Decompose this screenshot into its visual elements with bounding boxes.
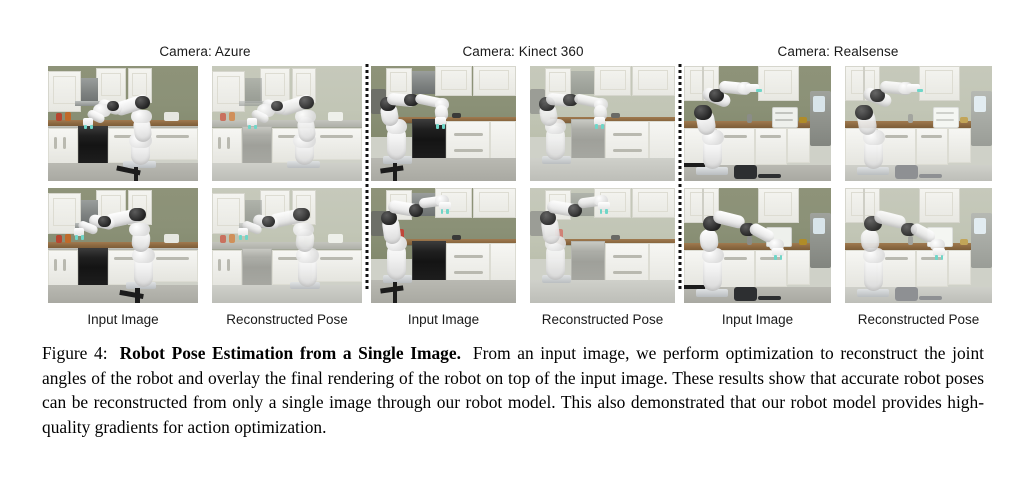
column-label-input-image: Input Image: [407, 312, 480, 327]
kinect360-column-labels: Input Image Reconstructed Pose: [371, 312, 675, 328]
panel-realsense-row2-reconstructed[interactable]: [845, 188, 992, 303]
panel-realsense-row1-input[interactable]: [684, 66, 831, 181]
azure-column-labels: Input Image Reconstructed Pose: [48, 312, 362, 328]
column-label-reconstructed-pose: Reconstructed Pose: [541, 312, 664, 327]
table-row: [371, 188, 675, 303]
realsense-rows: [684, 66, 992, 303]
table-row: [684, 188, 992, 303]
table-row: [684, 66, 992, 181]
panel-azure-row2-reconstructed[interactable]: [212, 188, 362, 303]
figure-panel-grid: Camera: Azure: [48, 44, 992, 329]
table-row: [48, 188, 362, 303]
panel-kinect360-row1-input[interactable]: [371, 66, 516, 181]
table-row: [48, 66, 362, 181]
kinect360-rows: [371, 66, 675, 303]
azure-rows: [48, 66, 362, 303]
figure-caption-label: Figure 4:: [42, 343, 108, 363]
figure-caption-title: Robot Pose Estimation from a Single Imag…: [119, 343, 461, 363]
table-row: [371, 66, 675, 181]
camera-title-kinect360: Camera: Kinect 360: [462, 44, 584, 59]
panel-azure-row1-reconstructed[interactable]: [212, 66, 362, 181]
group-separator-1: [362, 44, 371, 329]
column-label-reconstructed-pose: Reconstructed Pose: [226, 312, 348, 327]
group-separator-2: [675, 44, 684, 329]
panel-realsense-row1-reconstructed[interactable]: [845, 66, 992, 181]
panel-azure-row1-input[interactable]: [48, 66, 198, 181]
panel-azure-row2-input[interactable]: [48, 188, 198, 303]
column-label-input-image: Input Image: [87, 312, 159, 327]
figure-caption-body: From an input image, we perform optimiza…: [42, 343, 984, 438]
camera-title-realsense: Camera: Realsense: [777, 44, 899, 59]
camera-title-azure: Camera: Azure: [159, 44, 251, 59]
panel-kinect360-row1-reconstructed[interactable]: [530, 66, 675, 181]
panel-kinect360-row2-reconstructed[interactable]: [530, 188, 675, 303]
column-label-input-image: Input Image: [721, 312, 794, 327]
camera-group-azure: Camera: Azure: [48, 44, 362, 328]
camera-group-kinect360: Camera: Kinect 360: [371, 44, 675, 328]
realsense-column-labels: Input Image Reconstructed Pose: [684, 312, 992, 328]
figure-caption: Figure 4: Robot Pose Estimation from a Si…: [42, 341, 984, 440]
camera-group-realsense: Camera: Realsense: [684, 44, 992, 328]
column-label-reconstructed-pose: Reconstructed Pose: [857, 312, 980, 327]
panel-kinect360-row2-input[interactable]: [371, 188, 516, 303]
panel-realsense-row2-input[interactable]: [684, 188, 831, 303]
